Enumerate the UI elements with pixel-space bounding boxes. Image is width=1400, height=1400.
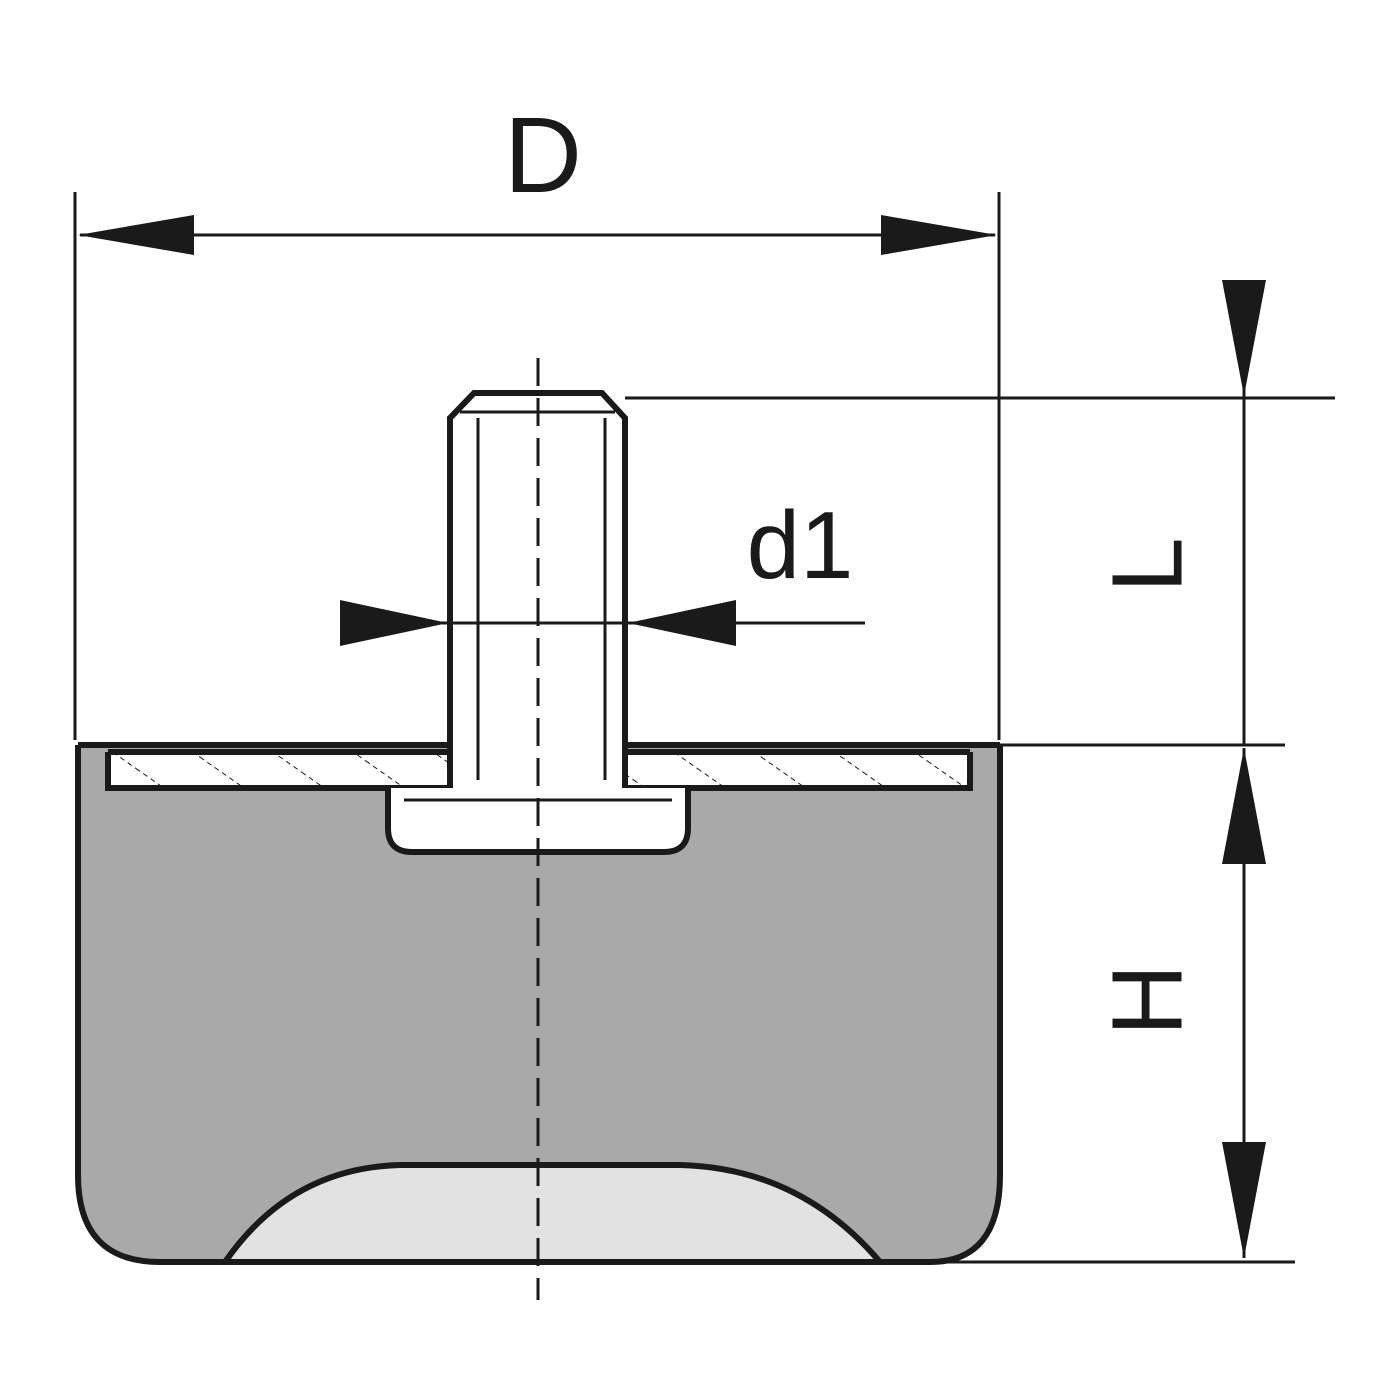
label-l: L [1091, 537, 1203, 593]
h-arrow-top [1222, 748, 1266, 864]
d-arrow-right [881, 215, 997, 255]
threaded-stud [447, 390, 628, 788]
label-d1: d1 [747, 492, 854, 599]
d1-arrow-left [340, 600, 448, 646]
l-arrow-top [1222, 280, 1266, 396]
d-arrow-left [78, 215, 194, 255]
bottom-recess [219, 1162, 887, 1265]
d1-arrow-right [628, 600, 736, 646]
h-arrow-bottom [1222, 1142, 1266, 1258]
metal-plate-right-hatch [625, 752, 970, 786]
label-h: H [1091, 964, 1203, 1036]
label-d: D [504, 94, 582, 215]
metal-plate-left-hatch [108, 752, 450, 786]
